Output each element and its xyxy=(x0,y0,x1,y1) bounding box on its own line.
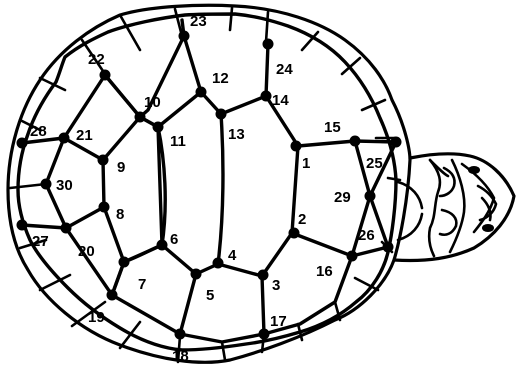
landmark-label-7: 7 xyxy=(138,276,146,293)
landmark-label-15: 15 xyxy=(324,119,341,136)
landmark-label-1: 1 xyxy=(302,155,310,172)
landmark-label-17: 17 xyxy=(270,313,287,330)
landmark-dot-21 xyxy=(59,133,70,144)
landmark-label-28: 28 xyxy=(30,123,47,140)
landmark-label-2: 2 xyxy=(298,211,306,228)
landmark-dot-11 xyxy=(153,122,164,133)
landmark-dot-4 xyxy=(213,258,224,269)
landmark-label-26: 26 xyxy=(358,227,375,244)
landmark-dot-19 xyxy=(107,290,118,301)
landmark-dot-30 xyxy=(41,179,52,190)
landmark-labels: 1 2 3 4 5 6 7 8 9 10 11 12 13 14 15 16 1… xyxy=(30,13,383,365)
landmark-dot-23 xyxy=(179,31,190,42)
landmark-dot-13 xyxy=(216,109,227,120)
landmark-label-3: 3 xyxy=(272,277,280,294)
landmark-label-12: 12 xyxy=(212,70,229,87)
landmark-label-30: 30 xyxy=(56,177,73,194)
landmark-label-24: 24 xyxy=(276,61,293,78)
landmark-dot-12 xyxy=(196,87,207,98)
landmark-label-6: 6 xyxy=(170,231,178,248)
landmark-label-9: 9 xyxy=(117,159,125,176)
landmark-label-5: 5 xyxy=(206,287,214,304)
landmark-label-10: 10 xyxy=(144,94,161,111)
landmark-label-22: 22 xyxy=(88,51,105,68)
landmark-label-8: 8 xyxy=(116,206,124,223)
landmark-label-21: 21 xyxy=(76,127,93,144)
landmark-dot-27 xyxy=(17,220,28,231)
landmark-label-14: 14 xyxy=(272,92,289,109)
landmark-dot-6 xyxy=(157,240,168,251)
landmark-dot-28 xyxy=(17,138,28,149)
landmark-dot-3 xyxy=(258,270,269,281)
landmark-dot-22 xyxy=(100,70,111,81)
landmark-dot-16 xyxy=(347,251,358,262)
landmark-dot-15 xyxy=(350,136,361,147)
landmark-dot-26 xyxy=(383,242,394,253)
landmark-label-16: 16 xyxy=(316,263,333,280)
landmark-dot-20 xyxy=(61,223,72,234)
eye-dot xyxy=(468,166,480,174)
landmark-dot-29 xyxy=(365,191,376,202)
landmark-dot-24 xyxy=(263,39,274,50)
landmark-dot-9 xyxy=(98,155,109,166)
landmark-dot-10 xyxy=(135,112,146,123)
landmark-dot-2 xyxy=(289,228,300,239)
landmark-dot-17 xyxy=(259,329,270,340)
landmark-label-19: 19 xyxy=(88,309,105,326)
landmark-dot-7 xyxy=(119,257,130,268)
landmark-label-29: 29 xyxy=(334,189,351,206)
landmark-dot-1 xyxy=(291,141,302,152)
landmark-label-18: 18 xyxy=(172,348,189,365)
landmark-dot-14 xyxy=(261,91,272,102)
eye-dot xyxy=(482,224,494,232)
landmark-label-20: 20 xyxy=(78,243,95,260)
landmark-label-23: 23 xyxy=(190,13,207,30)
landmark-dot-5 xyxy=(191,269,202,280)
landmark-dot-18 xyxy=(175,329,186,340)
landmark-label-13: 13 xyxy=(228,126,245,143)
landmark-dot-8 xyxy=(99,202,110,213)
landmark-label-27: 27 xyxy=(32,233,49,250)
landmark-label-11: 11 xyxy=(170,133,186,150)
turtle-head xyxy=(394,154,514,261)
landmark-label-4: 4 xyxy=(228,247,237,264)
landmark-dot-25 xyxy=(391,137,402,148)
landmark-label-25: 25 xyxy=(366,155,383,172)
